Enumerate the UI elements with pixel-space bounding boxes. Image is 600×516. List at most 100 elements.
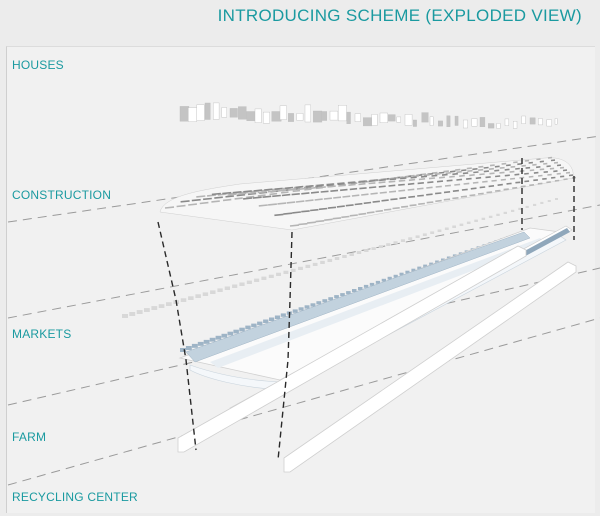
market-stall xyxy=(180,298,187,302)
market-stall xyxy=(399,272,404,276)
market-stall xyxy=(261,276,267,280)
canopy-slat xyxy=(267,190,277,193)
market-stall xyxy=(210,290,216,294)
canopy-slat xyxy=(375,209,383,213)
canopy-slat xyxy=(452,172,458,176)
canopy-slat xyxy=(443,170,449,173)
market-stall xyxy=(356,251,362,254)
market-stall xyxy=(340,293,345,297)
canopy-slat xyxy=(203,197,212,201)
canopy-slat xyxy=(318,207,328,211)
house-block xyxy=(546,119,552,127)
canopy-slat xyxy=(211,200,220,203)
house-block xyxy=(213,102,220,120)
canopy-slat xyxy=(315,185,323,188)
canopy-slat xyxy=(483,170,489,173)
canopy-slat xyxy=(286,201,296,204)
canopy-slat xyxy=(512,186,518,189)
house-block xyxy=(421,112,429,123)
canopy-slat xyxy=(336,205,345,208)
canopy-slat xyxy=(324,218,333,221)
canopy-slat xyxy=(439,176,445,179)
house-block xyxy=(446,115,451,127)
canopy-slat xyxy=(225,195,234,198)
canopy-slat xyxy=(379,178,386,182)
canopy-slat xyxy=(553,170,558,173)
market-inner-band xyxy=(210,238,545,368)
market-stall xyxy=(185,346,192,350)
market-stall xyxy=(547,200,551,202)
canopy-slat xyxy=(515,167,520,170)
page-title: INTRODUCING SCHEME (EXPLODED VIEW) xyxy=(217,6,582,25)
house-block xyxy=(371,114,378,126)
canopy-slat xyxy=(485,176,491,179)
canopy-slat xyxy=(363,201,372,205)
market-stall xyxy=(129,312,136,316)
canopy-slat xyxy=(307,221,316,224)
canopy-slat xyxy=(510,177,516,180)
canopy-slat xyxy=(500,178,506,181)
canopy-slat xyxy=(268,203,277,206)
canopy-slat xyxy=(381,199,389,202)
canopy-slat xyxy=(401,205,409,208)
canopy-slat xyxy=(227,193,237,196)
canopy-slat xyxy=(482,180,488,183)
canopy-slat xyxy=(420,175,428,178)
market-stall xyxy=(511,209,515,212)
canopy-slat xyxy=(301,192,310,195)
house-block xyxy=(438,120,443,127)
canopy-slat xyxy=(217,193,227,196)
canopy-slat xyxy=(318,186,326,189)
recycling-bar-left xyxy=(177,245,527,453)
canopy-slat xyxy=(358,180,366,183)
canopy-slat xyxy=(514,173,520,176)
canopy-slat xyxy=(388,184,396,187)
canopy-slat xyxy=(297,187,307,191)
market-stall xyxy=(518,207,522,210)
canopy-slat xyxy=(341,215,350,219)
canopy-slat xyxy=(247,192,257,196)
canopy-slat xyxy=(435,199,442,203)
canopy-slat xyxy=(539,160,544,163)
market-stall xyxy=(378,245,384,248)
canopy-slat xyxy=(466,167,472,170)
canopy-slat xyxy=(449,170,456,173)
house-block xyxy=(296,113,304,121)
canopy-slat xyxy=(328,185,336,188)
canopy-slat xyxy=(529,169,535,172)
canopy-slat xyxy=(211,192,221,196)
canopy-slat xyxy=(330,189,339,192)
canopy-slat xyxy=(488,185,495,188)
canopy-slat xyxy=(426,201,434,204)
canopy-slat xyxy=(460,195,467,198)
canopy-slat xyxy=(310,208,319,212)
market-stall xyxy=(292,309,298,313)
guide-line xyxy=(7,204,600,319)
canopy-slat xyxy=(463,182,470,185)
house-block xyxy=(404,114,413,126)
canopy-slat xyxy=(281,193,291,197)
canopy-slat xyxy=(389,178,397,181)
canopy-slat xyxy=(519,176,525,179)
market-stall xyxy=(122,314,128,318)
canopy-slat xyxy=(304,188,312,191)
canopy-slat xyxy=(247,191,257,195)
canopy-slat xyxy=(521,164,526,167)
market-stall xyxy=(496,213,500,216)
market-stall xyxy=(488,215,493,218)
canopy-slats xyxy=(164,156,577,227)
house-block xyxy=(271,111,282,122)
recycling-bar-right xyxy=(283,261,577,473)
market-stall xyxy=(158,304,165,308)
canopy-slat xyxy=(342,195,351,198)
canopy-slat xyxy=(338,184,346,187)
canopy-slat xyxy=(509,170,515,173)
layer-label-construction: CONSTRUCTION xyxy=(12,188,112,202)
market-stall xyxy=(233,329,239,334)
canopy-slat xyxy=(456,170,462,174)
canopy-slat xyxy=(477,192,484,195)
canopy-slat xyxy=(243,197,253,200)
canopy-slat xyxy=(503,188,509,191)
canopy-slat xyxy=(520,185,526,188)
